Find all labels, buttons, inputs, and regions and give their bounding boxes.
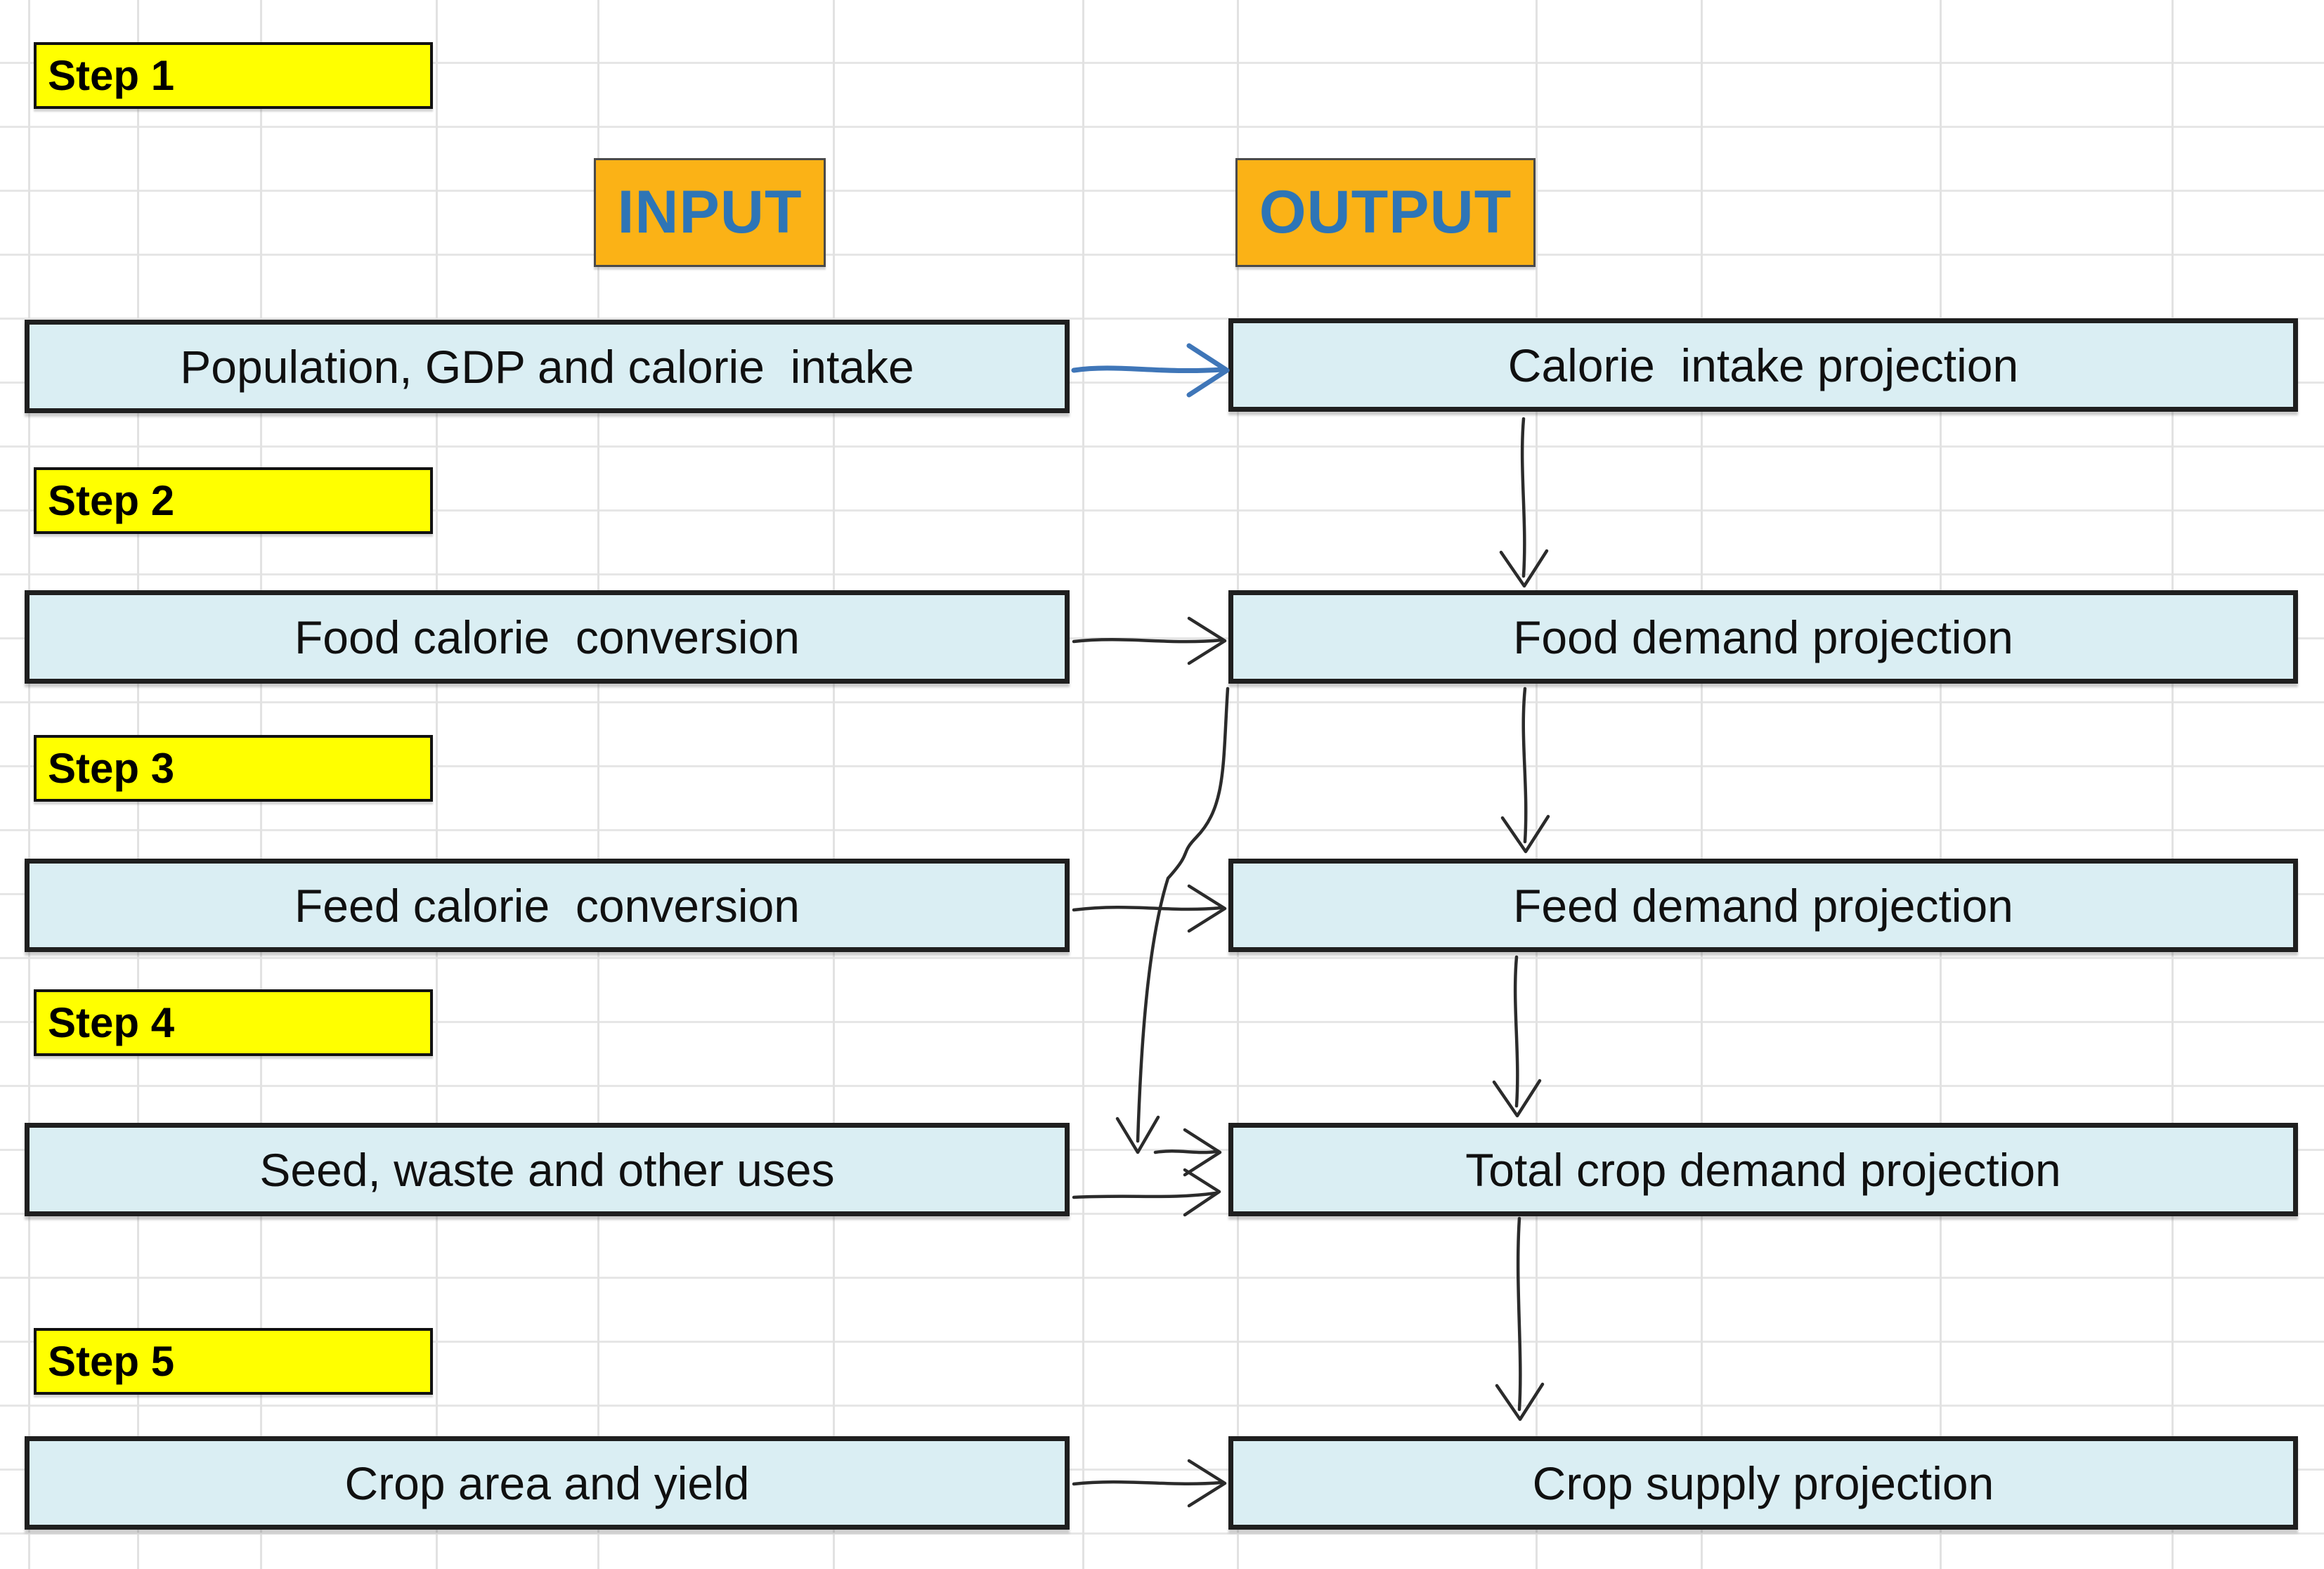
input-box-population-gdp-calorie: Population, GDP and calorie intake: [25, 320, 1070, 413]
step-label-5: Step 5: [34, 1328, 433, 1395]
step-label-2: Step 2: [34, 467, 433, 534]
grid-vertical-line: [1940, 0, 1942, 1569]
output-box-crop-supply-projection: Crop supply projection: [1228, 1436, 2298, 1530]
grid-vertical-line: [1701, 0, 1703, 1569]
input-box-food-calorie-conversion: Food calorie conversion: [25, 590, 1070, 684]
grid-vertical-line: [28, 0, 30, 1569]
grid-vertical-line: [2172, 0, 2174, 1569]
grid-vertical-line: [597, 0, 599, 1569]
grid-vertical-line: [1237, 0, 1239, 1569]
output-box-calorie-intake-projection: Calorie intake projection: [1228, 318, 2298, 412]
grid-vertical-line: [436, 0, 438, 1569]
output-box-feed-demand-projection: Feed demand projection: [1228, 859, 2298, 952]
input-box-feed-calorie-conversion: Feed calorie conversion: [25, 859, 1070, 952]
output-box-total-crop-demand-projection: Total crop demand projection: [1228, 1123, 2298, 1216]
input-box-crop-area-and-yield: Crop area and yield: [25, 1436, 1070, 1530]
grid-vertical-line: [1536, 0, 1538, 1569]
output-column-header: OUTPUT: [1235, 158, 1536, 267]
step-label-4: Step 4: [34, 989, 433, 1056]
grid-vertical-line: [833, 0, 835, 1569]
input-column-header: INPUT: [594, 158, 826, 267]
input-box-seed-waste-other-uses: Seed, waste and other uses: [25, 1123, 1070, 1216]
step-label-1: Step 1: [34, 42, 433, 109]
grid-vertical-line: [1082, 0, 1084, 1569]
step-label-3: Step 3: [34, 735, 433, 802]
output-box-food-demand-projection: Food demand projection: [1228, 590, 2298, 684]
